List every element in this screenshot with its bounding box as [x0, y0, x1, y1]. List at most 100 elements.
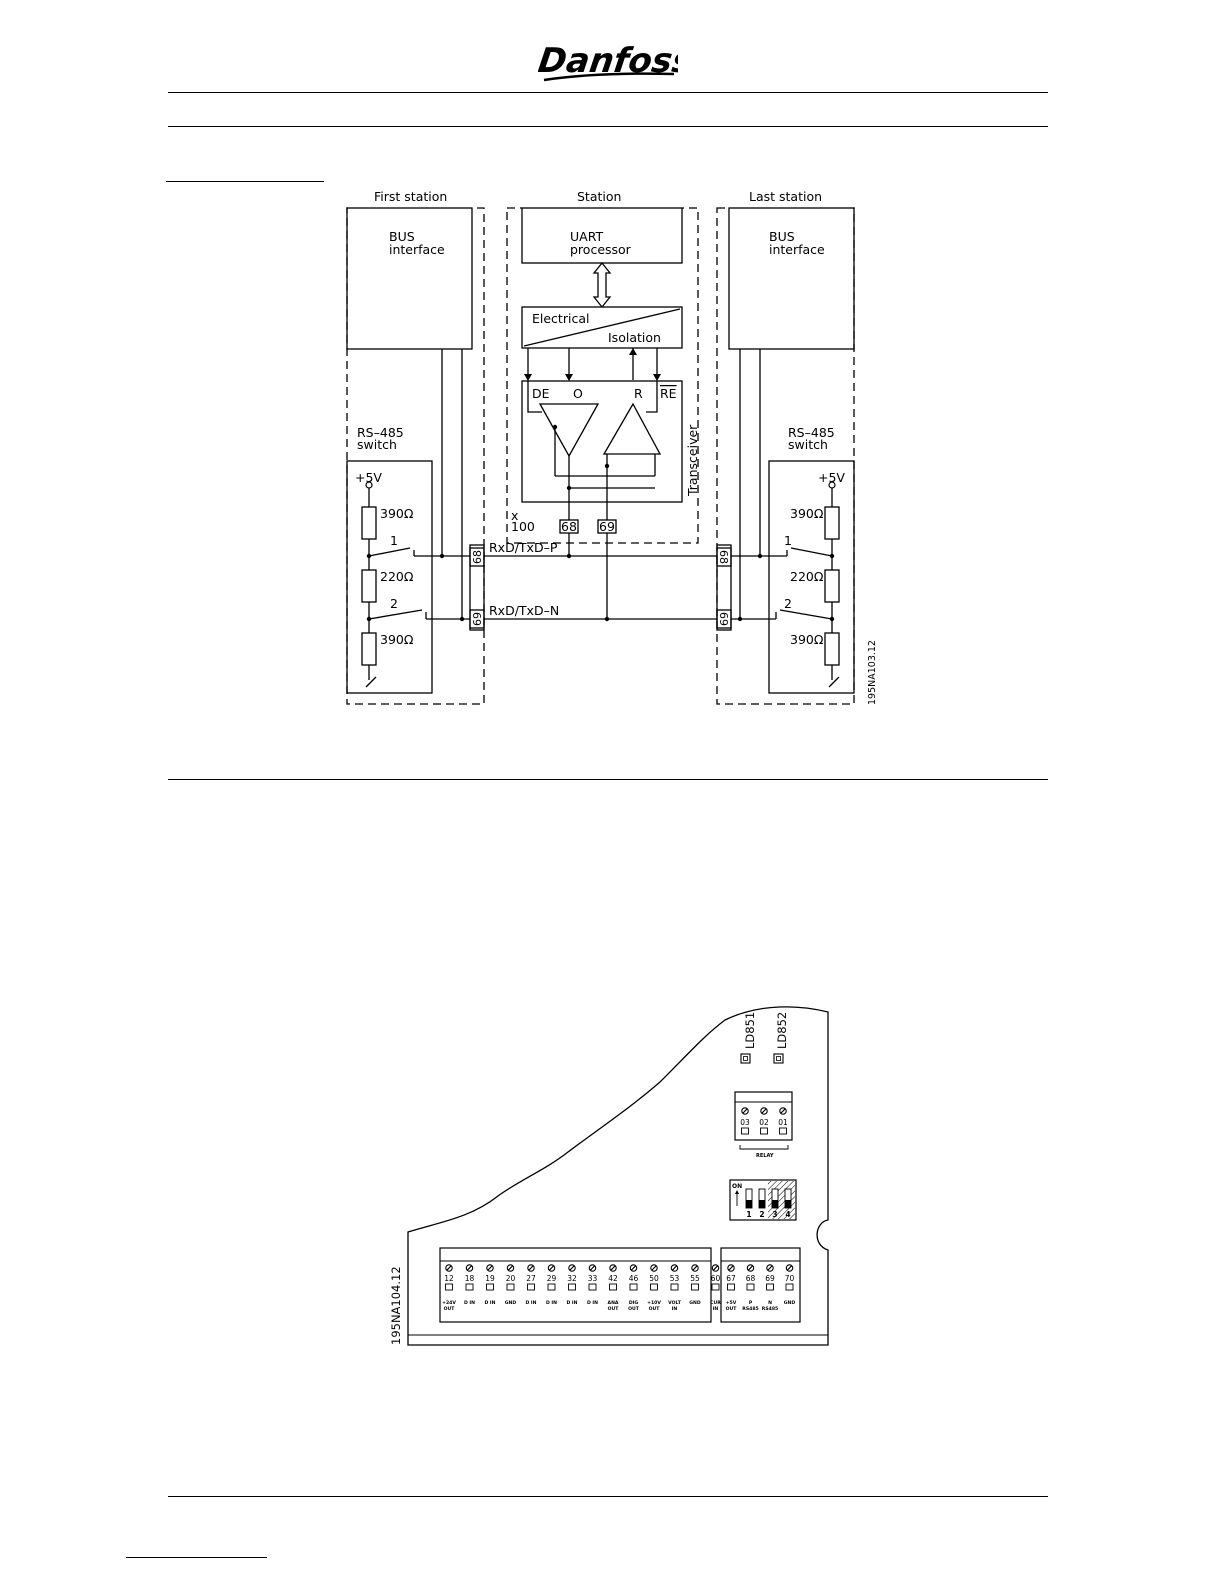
- section-rule-mid: [168, 779, 1048, 780]
- first-bus-label-2: interface: [389, 242, 445, 257]
- terminal-sublabel: RS485: [742, 1306, 758, 1312]
- board-outline: [407, 1006, 829, 1346]
- terminal-number: 29: [547, 1274, 557, 1283]
- first-r-top: 390Ω: [380, 506, 414, 521]
- led-ld852: LD852: [775, 1012, 789, 1049]
- dip-switch-lever[interactable]: 2: [758, 1188, 766, 1219]
- first-term-69: 69: [471, 612, 484, 626]
- dip-switch[interactable]: [729, 1179, 797, 1221]
- terminal-number: 53: [670, 1274, 680, 1283]
- terminal-label: GND: [505, 1300, 517, 1306]
- dip-switch-lever[interactable]: 1: [745, 1188, 753, 1219]
- last-sw1: 1: [784, 533, 792, 548]
- terminal-label: ANA: [608, 1300, 619, 1306]
- last-bus-interface-box: [728, 207, 855, 350]
- terminal: 19D IN: [485, 1264, 496, 1306]
- station-terminal-69: 69: [599, 519, 615, 534]
- last-bus-label-1: BUS: [769, 229, 795, 244]
- terminal-number: 70: [785, 1274, 795, 1283]
- terminal-label: +10V: [647, 1300, 661, 1306]
- station-terminal-68: 68: [561, 519, 577, 534]
- uart-label-1: UART: [570, 229, 603, 244]
- receiver-triangle: [602, 402, 662, 455]
- terminal-number: 33: [588, 1274, 598, 1283]
- relay-terminal-block: [734, 1091, 793, 1141]
- last-term-68: 68: [717, 550, 730, 564]
- first-bus-interface-box: [346, 207, 473, 350]
- terminal-label: DIG: [629, 1300, 639, 1306]
- terminal-sublabel: RS485: [762, 1306, 778, 1312]
- relay-label: RELAY: [756, 1153, 774, 1159]
- multiplier-x: x: [511, 508, 518, 523]
- relay-terminal-number: 01: [778, 1118, 788, 1127]
- main-terminal-strip: [439, 1247, 712, 1323]
- terminal-label: GND: [784, 1300, 796, 1306]
- terminal-number: 55: [690, 1274, 700, 1283]
- transceiver-box: [521, 380, 683, 503]
- terminal: 27 D IN: [526, 1264, 537, 1306]
- terminal-number: 20: [506, 1274, 516, 1283]
- relay-terminal-number: 03: [740, 1118, 750, 1127]
- figure-code-2: 195NA104.12: [389, 1266, 403, 1345]
- terminal-label: GND: [689, 1300, 701, 1306]
- footer-rule-short: [126, 1557, 267, 1558]
- dip-switch-lever[interactable]: 4: [784, 1188, 792, 1219]
- last-r-top: 390Ω: [790, 506, 824, 521]
- relay-terminal: 03: [740, 1107, 750, 1135]
- relay-terminal-number: 02: [759, 1118, 769, 1127]
- dip-switch-number: 1: [746, 1210, 751, 1219]
- terminal: 32 D IN: [567, 1264, 578, 1306]
- terminal-label: P: [749, 1300, 753, 1306]
- logo-underline: [543, 72, 675, 82]
- terminal-number: 19: [485, 1274, 495, 1283]
- middle-station-enclosure: [506, 207, 699, 544]
- terminal-label: N: [768, 1300, 772, 1306]
- terminal-label: VOLT: [668, 1300, 682, 1306]
- first-switch-title-1: RS–485: [357, 425, 404, 440]
- terminal-number: 60: [711, 1274, 721, 1283]
- r-label: R: [634, 386, 643, 401]
- uart-isolation-arrow: [592, 261, 612, 309]
- o-label: O: [573, 386, 583, 401]
- header-rule-2: [168, 126, 1048, 127]
- section-rule-short: [166, 181, 324, 182]
- terminal-sublabel: IN: [713, 1306, 719, 1312]
- terminal-label: D IN: [567, 1300, 578, 1306]
- last-station-title: Last station: [749, 189, 822, 204]
- terminal-number: 32: [567, 1274, 577, 1283]
- last-r-mid: 220Ω: [790, 569, 824, 584]
- station-title: Station: [577, 189, 621, 204]
- relay-terminals: 03 02 01: [740, 1107, 788, 1135]
- bus-terminal-strip: [720, 1247, 801, 1323]
- first-station-title: First station: [374, 189, 447, 204]
- dip-switch-number: 3: [772, 1210, 777, 1219]
- led-ld851: LD851: [743, 1012, 757, 1049]
- relay-terminal: 02: [759, 1107, 769, 1135]
- terminal-label: D IN: [546, 1300, 557, 1306]
- terminal-label: +5V: [726, 1300, 737, 1306]
- dip-switch-lever[interactable]: 3: [771, 1188, 779, 1219]
- terminal-label: D IN: [526, 1300, 537, 1306]
- terminal-number: 18: [465, 1274, 475, 1283]
- terminal-label: D IN: [464, 1300, 475, 1306]
- terminal: 33D IN: [587, 1264, 598, 1306]
- terminal: 29 D IN: [546, 1264, 557, 1306]
- transceiver-label: Transceiver: [685, 424, 700, 497]
- dip-switch-number: 2: [759, 1210, 764, 1219]
- rs485-bus-diagram: First station Station Last station BUS i…: [346, 189, 878, 705]
- terminal-label: CUR: [710, 1300, 721, 1306]
- terminal-sublabel: OUT: [608, 1306, 620, 1312]
- terminal-number: 27: [526, 1274, 536, 1283]
- terminal: 18 D IN: [464, 1264, 475, 1306]
- figure-code-1: 195NA103.12: [867, 640, 878, 705]
- isolation-label: Isolation: [608, 330, 661, 345]
